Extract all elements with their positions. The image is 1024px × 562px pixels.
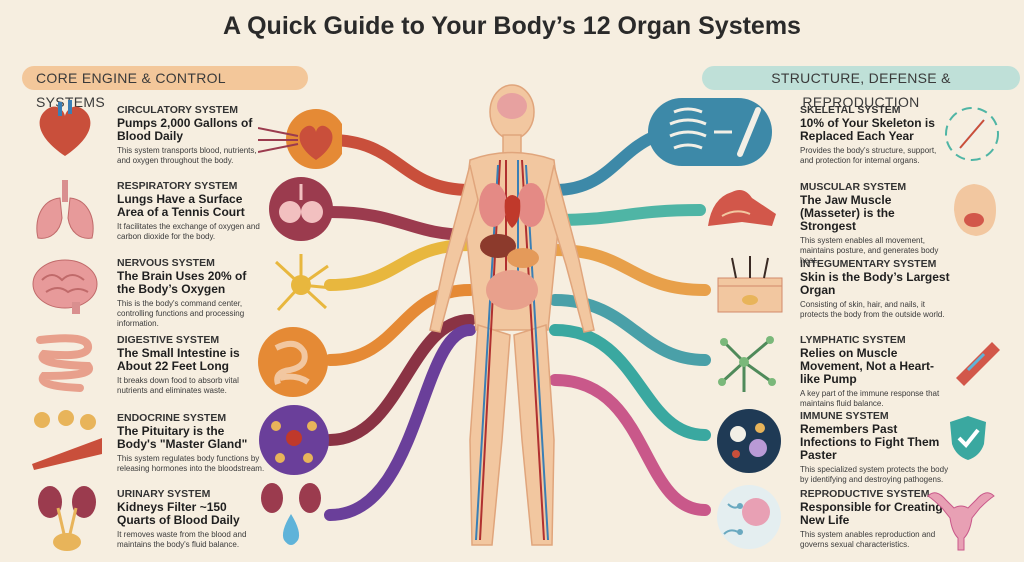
system-card-immune: IMMUNE SYSTEM Remembers Past Infections … (800, 410, 950, 485)
water-drop-icon (258, 480, 324, 557)
alveoli-icon (268, 176, 334, 247)
kidney-icon (32, 484, 102, 559)
system-fact: The Brain Uses 20% of the Body’s Oxygen (117, 269, 247, 296)
bone-icon (942, 104, 1002, 169)
system-card-circulatory: CIRCULATORY SYSTEM Pumps 2,000 Gallons o… (117, 104, 267, 166)
hormone-icon (258, 404, 330, 481)
stomach-icon (256, 326, 330, 403)
system-fact: Skin is the Body’s Largest Organ (800, 270, 950, 297)
system-fact: Responsible for Creating New Life (800, 500, 943, 527)
system-card-integumentary: INTEGUMENTARY SYSTEM Skin is the Body’s … (800, 258, 950, 320)
system-description: It facilitates the exchange of oxygen an… (117, 222, 260, 241)
vessel-icon (948, 334, 1004, 395)
system-fact: Kidneys Filter ~150 Quarts of Blood Dail… (117, 500, 240, 527)
system-name: RESPIRATORY SYSTEM (117, 180, 238, 192)
system-fact: Remembers Past Infections to Fight Them … (800, 422, 940, 462)
page-title: A Quick Guide to Your Body’s 12 Organ Sy… (223, 12, 801, 40)
system-description: This system anables reproduction and gov… (800, 530, 936, 549)
system-description: It removes waste from the blood and main… (117, 530, 247, 549)
system-name: LYMPHATIC SYSTEM (800, 334, 906, 346)
system-card-nervous: NERVOUS SYSTEM The Brain Uses 20% of the… (117, 257, 267, 329)
system-fact: The Pituitary is the Body's "Master Glan… (117, 424, 248, 451)
ribcage-icon (648, 98, 772, 171)
intestine-icon (30, 330, 100, 397)
lungs-icon (30, 178, 100, 248)
system-card-urinary: URINARY SYSTEM Kidneys Filter ~150 Quart… (117, 488, 267, 550)
sperm-egg-icon (716, 484, 782, 555)
neuron-icon (268, 252, 334, 323)
system-description: This system enables all movement, mainta… (800, 236, 939, 265)
system-name: NERVOUS SYSTEM (117, 257, 215, 269)
system-name: ENDOCRINE SYSTEM (117, 412, 227, 424)
system-name: REPRODUCTIVE SYSTEM (800, 488, 930, 500)
system-name: URINARY SYSTEM (117, 488, 211, 500)
shield-icon (948, 414, 988, 467)
system-fact: The Jaw Muscle (Masseter) is the Stronge… (800, 193, 895, 233)
system-description: A key part of the immune response that m… (800, 389, 940, 408)
system-fact: Lungs Have a Surface Area of a Tennis Co… (117, 192, 245, 219)
system-name: DIGESTIVE SYSTEM (117, 334, 220, 346)
brain-icon (28, 256, 102, 321)
system-description: This is the body's command center, contr… (117, 299, 245, 328)
system-card-endocrine: ENDOCRINE SYSTEM The Pituitary is the Bo… (117, 412, 267, 474)
pathogen-icon (716, 408, 782, 479)
system-name: SKELETAL SYSTEM (800, 104, 901, 116)
skin-icon (712, 256, 786, 321)
lymph-icon (714, 332, 780, 403)
system-description: This system transports blood, nutrients,… (117, 146, 257, 165)
uterus-icon (924, 484, 998, 559)
system-fact: Relies on Muscle Movement, Not a Heart-l… (800, 346, 935, 386)
system-description: It breaks down food to absorb vital nutr… (117, 376, 239, 395)
muscle-icon (702, 178, 782, 245)
system-card-skeletal: SKELETAL SYSTEM 10% of Your Skeleton is … (800, 104, 950, 166)
heart-detail-icon (257, 108, 346, 175)
system-name: MUSCULAR SYSTEM (800, 181, 907, 193)
system-card-lymphatic: LYMPHATIC SYSTEM Relies on Muscle Moveme… (800, 334, 950, 409)
system-card-muscular: MUSCULAR SYSTEM The Jaw Muscle (Masseter… (800, 181, 950, 266)
system-name: INTEGUMENTARY SYSTEM (800, 258, 937, 270)
system-name: CIRCULATORY SYSTEM (117, 104, 238, 116)
system-description: This specialized system protects the bod… (800, 465, 949, 484)
system-card-digestive: DIGESTIVE SYSTEM The Small Intestine is … (117, 334, 267, 396)
system-fact: 10% of Your Skeleton is Replaced Each Ye… (800, 116, 935, 143)
system-card-reproductive: REPRODUCTIVE SYSTEM Responsible for Crea… (800, 488, 950, 550)
system-fact: Pumps 2,000 Gallons of Blood Daily (117, 116, 253, 143)
right-section-header: STRUCTURE, DEFENSE & REPRODUCTION (702, 66, 1020, 110)
face-icon (944, 180, 1004, 245)
system-description: Consisting of skin, hair, and nails, it … (800, 300, 945, 319)
system-fact: The Small Intestine is About 22 Feet Lon… (117, 346, 240, 373)
heart-icon (30, 98, 100, 165)
system-description: Provides the body's structure, support, … (800, 146, 937, 165)
system-card-respiratory: RESPIRATORY SYSTEM Lungs Have a Surface … (117, 180, 267, 242)
system-name: IMMUNE SYSTEM (800, 410, 889, 422)
gland-icon (28, 408, 106, 475)
system-description: This system regulates body functions by … (117, 454, 265, 473)
